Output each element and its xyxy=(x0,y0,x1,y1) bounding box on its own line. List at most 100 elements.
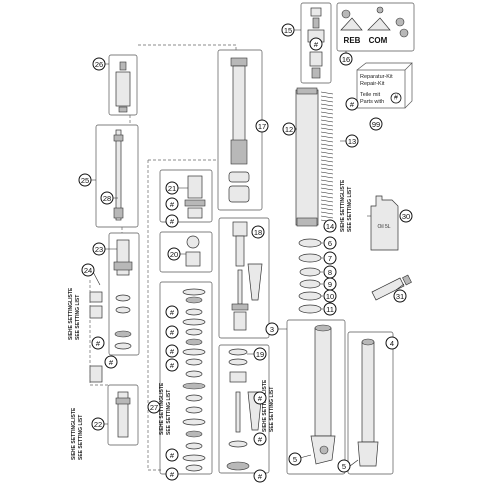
part-3-box xyxy=(286,319,346,475)
callout-hash-h5: # xyxy=(165,305,179,319)
svg-text:#: # xyxy=(258,472,263,481)
svg-text:12: 12 xyxy=(285,125,293,134)
callout-20: 20 xyxy=(167,247,181,261)
svg-text:19: 19 xyxy=(256,350,264,359)
svg-text:20: 20 xyxy=(170,250,178,259)
part-27-drawing xyxy=(182,288,206,472)
svg-text:8: 8 xyxy=(328,268,332,277)
callout-hash-h2: # xyxy=(165,197,179,211)
callout-6: 6 xyxy=(323,236,337,250)
shim-washer xyxy=(182,454,206,462)
part-20-drawing xyxy=(185,235,201,267)
callout-11: 11 xyxy=(323,302,337,316)
callout-12: 12 xyxy=(282,122,296,136)
svg-text:#: # xyxy=(170,308,175,317)
setting-list-de-1: SIEHE SETTINGLISTE xyxy=(68,287,74,340)
svg-text:17: 17 xyxy=(258,122,266,131)
shim-washer xyxy=(182,288,206,296)
callout-7: 7 xyxy=(323,251,337,265)
svg-text:#: # xyxy=(350,100,355,109)
adjuster-com-label: COM xyxy=(369,36,388,45)
kit-line-4: Parts with xyxy=(360,99,384,105)
part-27-box xyxy=(159,281,213,475)
setting-list-en-3: SEE SETTING LIST xyxy=(166,390,172,435)
part-19-box xyxy=(218,344,270,474)
part-18-box xyxy=(218,217,270,339)
svg-text:4: 4 xyxy=(390,339,394,348)
svg-text:#: # xyxy=(109,358,114,367)
svg-text:6: 6 xyxy=(328,239,332,248)
callout-hash-h4: # xyxy=(91,336,105,350)
fork-tube-12 xyxy=(295,87,319,227)
callout-hash-h8: # xyxy=(253,391,267,405)
callout-hash-h9: # xyxy=(253,469,267,483)
svg-text:10: 10 xyxy=(326,292,334,301)
callout-22: 22 xyxy=(91,417,105,431)
callout-14: 14 xyxy=(323,219,337,233)
outer-tube-3 xyxy=(310,324,336,465)
callout-hash-h12: # xyxy=(345,97,359,111)
kit-line-2: Repair-Kit xyxy=(360,81,385,87)
dashed-connector-middle xyxy=(147,159,218,471)
callout-18: 18 xyxy=(251,225,265,239)
svg-text:21: 21 xyxy=(168,184,176,193)
svg-text:25: 25 xyxy=(81,176,89,185)
callout-hash-h1: # xyxy=(309,37,323,51)
part-25-drawing xyxy=(113,129,124,221)
svg-text:31: 31 xyxy=(396,292,404,301)
adjuster-reb-label: REB xyxy=(344,36,361,45)
svg-text:#: # xyxy=(314,40,319,49)
svg-text:7: 7 xyxy=(328,254,332,263)
shim-washer xyxy=(182,382,206,390)
setting-list-de-4: SIEHE SETTINGLISTE xyxy=(262,379,268,432)
callout-30: 30 xyxy=(399,209,413,223)
svg-text:#: # xyxy=(170,217,175,226)
svg-text:30: 30 xyxy=(402,212,410,221)
shim-washer xyxy=(185,430,203,438)
callout-5: 5 xyxy=(337,459,351,473)
part-22-box xyxy=(107,384,139,446)
setting-list-en-2: SEE SETTING LIST xyxy=(78,415,84,460)
grease-tube-31 xyxy=(371,274,412,301)
callout-25: 25 xyxy=(78,173,92,187)
seal-stack xyxy=(298,238,322,314)
callout-8: 8 xyxy=(323,265,337,279)
part-22-drawing xyxy=(115,391,131,438)
shim-washer xyxy=(185,296,203,304)
shim-washer xyxy=(185,394,203,402)
callout-3: 3 xyxy=(265,322,279,336)
svg-text:#: # xyxy=(258,394,263,403)
setting-list-de-3: SIEHE SETTINGLISTE xyxy=(159,382,165,435)
part-15-box xyxy=(300,2,332,84)
shim-washer xyxy=(185,358,203,366)
svg-text:#: # xyxy=(170,200,175,209)
svg-text:#: # xyxy=(170,347,175,356)
part-26-box xyxy=(108,54,138,116)
shim-washer xyxy=(185,338,203,346)
callout-27: 27 xyxy=(147,400,161,414)
callout-hash-h6: # xyxy=(165,325,179,339)
spring-13 xyxy=(320,91,334,223)
shim-washer xyxy=(182,318,206,326)
svg-text:26: 26 xyxy=(95,60,103,69)
callout-hash-h14: # xyxy=(253,432,267,446)
part-21-box xyxy=(159,169,213,223)
svg-text:#: # xyxy=(170,361,175,370)
setting-list-de-2: SIEHE SETTINGLISTE xyxy=(71,407,77,460)
setting-list-en-1: SEE SETTING LIST xyxy=(75,295,81,340)
adjuster-knobs xyxy=(340,6,409,38)
part-18-drawing xyxy=(231,221,263,331)
callout-24: 24 xyxy=(81,263,95,277)
svg-text:24: 24 xyxy=(84,266,92,275)
callout-19: 19 xyxy=(253,347,267,361)
shim-washer xyxy=(182,348,206,356)
callout-hash-h13: # xyxy=(165,358,179,372)
callout-28: 28 xyxy=(100,191,114,205)
svg-text:#: # xyxy=(170,328,175,337)
svg-text:9: 9 xyxy=(328,280,332,289)
shim-washer xyxy=(185,370,203,378)
svg-text:#: # xyxy=(258,435,263,444)
callout-13: 13 xyxy=(345,134,359,148)
shim-washer xyxy=(185,308,203,316)
callout-10: 10 xyxy=(323,289,337,303)
